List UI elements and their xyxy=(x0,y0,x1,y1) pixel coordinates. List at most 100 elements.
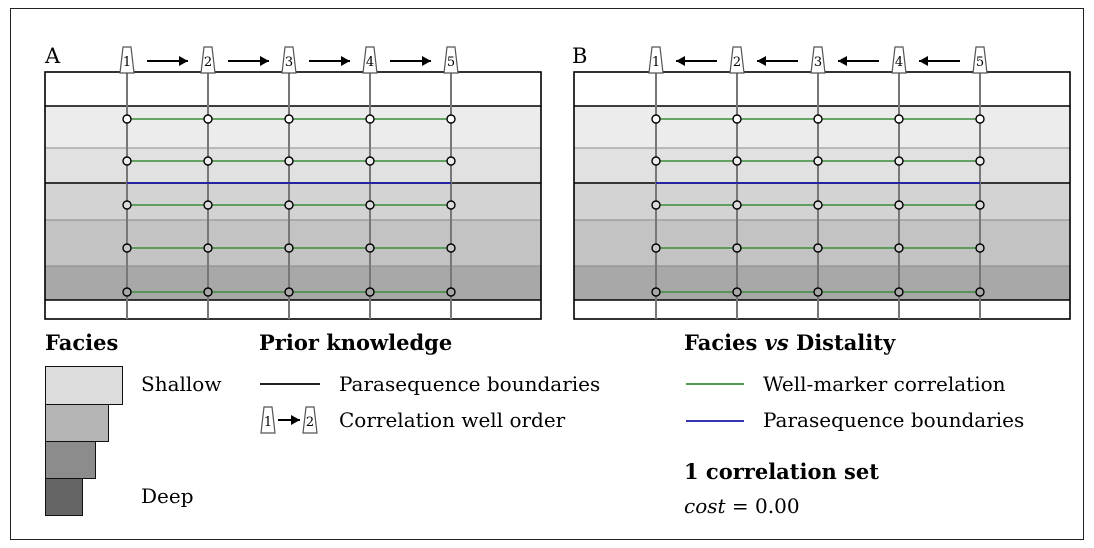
well-head-3-shape xyxy=(281,46,297,74)
well-marker-4-4 xyxy=(365,243,375,253)
well-marker-3-3 xyxy=(813,200,823,210)
well-marker-2-1 xyxy=(203,114,213,124)
well-marker-3-4 xyxy=(284,243,294,253)
well-marker-1-3 xyxy=(122,200,132,210)
well-marker-2-3 xyxy=(732,200,742,210)
order-arrow-1-head xyxy=(179,56,188,66)
prior-legend-title: Prior knowledge xyxy=(259,330,453,355)
facies-swatch-1 xyxy=(45,366,123,405)
well-marker-5-2 xyxy=(975,156,985,166)
legend-order-arrow-head xyxy=(291,415,300,425)
order-arrow-4-head xyxy=(422,56,431,66)
well-marker-5-3 xyxy=(446,200,456,210)
well-marker-3-3 xyxy=(284,200,294,210)
well-marker-2-5 xyxy=(732,287,742,297)
facies-swatch-3 xyxy=(45,441,96,479)
well-head-2-label: 2 xyxy=(204,55,212,70)
legend-well-icon-2-shape xyxy=(302,406,318,434)
well-marker-4-5 xyxy=(365,287,375,297)
well-marker-2-5 xyxy=(203,287,213,297)
well-marker-5-5 xyxy=(975,287,985,297)
cost-value: cost = 0.00 xyxy=(684,494,800,518)
order-arrow-2-head xyxy=(757,56,766,66)
legend-well-icon-1-shape xyxy=(260,406,276,434)
facies-band-1 xyxy=(45,106,541,148)
well-marker-1-2 xyxy=(651,156,661,166)
panel-label-b: B xyxy=(572,44,588,68)
facies-band-3 xyxy=(45,183,541,220)
figure-frame xyxy=(10,8,1084,540)
correlation-count: 1 correlation set xyxy=(684,459,879,484)
well-marker-4-4 xyxy=(894,243,904,253)
well-head-2-label: 2 xyxy=(733,55,741,70)
well-head-5-shape xyxy=(972,46,988,74)
distality-boundaries-label: Parasequence boundaries xyxy=(763,408,1025,432)
well-marker-1-5 xyxy=(122,287,132,297)
well-head-1-shape xyxy=(648,46,664,74)
well-marker-1-1 xyxy=(651,114,661,124)
well-marker-3-4 xyxy=(813,243,823,253)
well-marker-1-5 xyxy=(651,287,661,297)
well-marker-1-4 xyxy=(651,243,661,253)
distality-legend-title: Facies vs Distality xyxy=(684,330,896,355)
well-head-4-shape xyxy=(891,46,907,74)
facies-band-2 xyxy=(574,148,1070,183)
well-marker-5-1 xyxy=(446,114,456,124)
well-marker-1-2 xyxy=(122,156,132,166)
well-marker-5-1 xyxy=(975,114,985,124)
well-marker-4-3 xyxy=(894,200,904,210)
prior-boundaries-label: Parasequence boundaries xyxy=(339,372,601,396)
legend-well-icon-1-label: 1 xyxy=(264,415,272,430)
well-marker-3-1 xyxy=(813,114,823,124)
well-head-3-label: 3 xyxy=(814,55,822,70)
well-marker-5-4 xyxy=(975,243,985,253)
well-marker-3-5 xyxy=(813,287,823,297)
facies-band-2 xyxy=(45,148,541,183)
well-marker-4-5 xyxy=(894,287,904,297)
legend-well-icon-2-label: 2 xyxy=(306,415,314,430)
well-head-1-label: 1 xyxy=(123,55,131,70)
panel-label-a: A xyxy=(45,44,61,68)
well-marker-2-2 xyxy=(203,156,213,166)
panel-b: 1 2 3 4 5 xyxy=(573,46,1071,320)
well-marker-1-3 xyxy=(651,200,661,210)
well-head-1-shape xyxy=(119,46,135,74)
well-head-4-label: 4 xyxy=(895,55,903,70)
facies-band-5 xyxy=(45,266,541,300)
well-marker-4-3 xyxy=(365,200,375,210)
well-marker-5-5 xyxy=(446,287,456,297)
well-marker-3-5 xyxy=(284,287,294,297)
facies-band-4 xyxy=(45,220,541,266)
well-head-5-label: 5 xyxy=(976,55,984,70)
well-marker-2-1 xyxy=(732,114,742,124)
facies-legend-title: Facies xyxy=(45,330,119,355)
well-marker-1-1 xyxy=(122,114,132,124)
facies-band-3 xyxy=(574,183,1070,220)
order-arrow-3-head xyxy=(341,56,350,66)
well-marker-5-2 xyxy=(446,156,456,166)
well-marker-1-4 xyxy=(122,243,132,253)
well-marker-4-2 xyxy=(894,156,904,166)
well-head-3-label: 3 xyxy=(285,55,293,70)
order-arrow-2-head xyxy=(260,56,269,66)
facies-swatch-2 xyxy=(45,404,109,442)
well-marker-5-4 xyxy=(446,243,456,253)
facies-swatch-4 xyxy=(45,478,83,516)
well-head-1-label: 1 xyxy=(652,55,660,70)
well-marker-3-2 xyxy=(284,156,294,166)
well-head-2-shape xyxy=(729,46,745,74)
order-arrow-4-head xyxy=(919,56,928,66)
prior-order-label: Correlation well order xyxy=(339,408,566,432)
order-arrow-3-head xyxy=(838,56,847,66)
facies-band-4 xyxy=(574,220,1070,266)
well-marker-2-4 xyxy=(732,243,742,253)
facies-deep-label: Deep xyxy=(141,484,194,508)
well-marker-2-2 xyxy=(732,156,742,166)
facies-band-5 xyxy=(574,266,1070,300)
well-head-4-shape xyxy=(362,46,378,74)
well-marker-5-3 xyxy=(975,200,985,210)
well-marker-3-1 xyxy=(284,114,294,124)
well-head-5-shape xyxy=(443,46,459,74)
well-marker-4-1 xyxy=(365,114,375,124)
